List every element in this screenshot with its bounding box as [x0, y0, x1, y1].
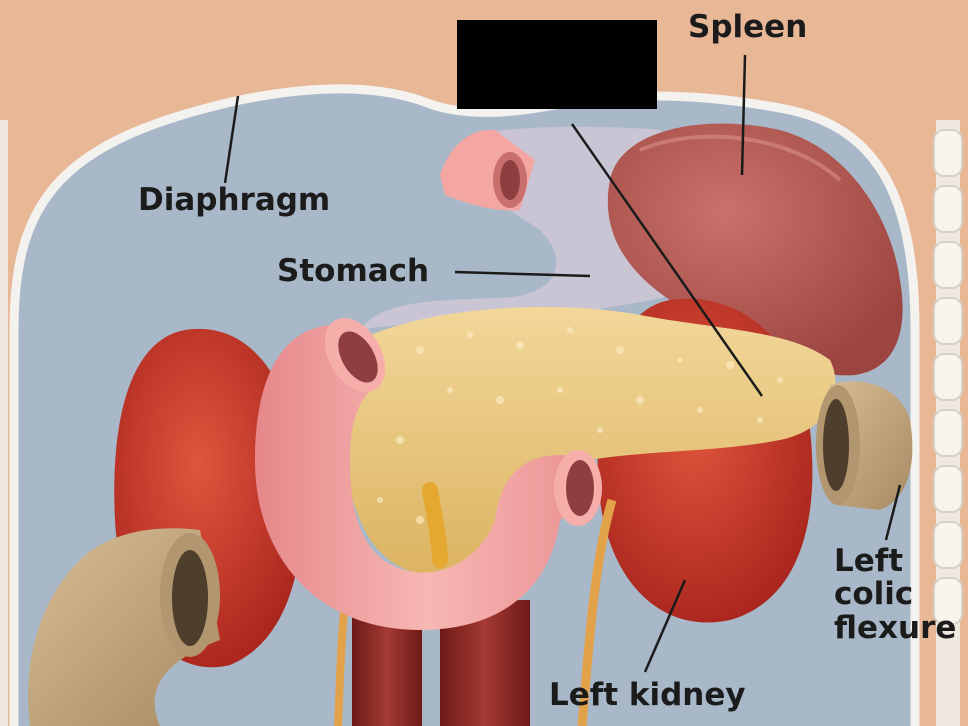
label-left-colic-flexure: Left colic flexure: [834, 543, 957, 646]
leader-spleen: [740, 54, 747, 176]
leader-left-kidney: [643, 579, 687, 673]
leader-stomach: [454, 270, 591, 278]
duodenum-opening-end: [554, 450, 602, 526]
left-colic-flexure-organ: [816, 381, 913, 510]
leader-colic-flexure: [884, 484, 902, 541]
label-stomach: Stomach: [277, 253, 430, 289]
spleen: [607, 123, 903, 376]
label-spleen: Spleen: [688, 9, 808, 45]
duodenum-opening-top: [324, 318, 386, 392]
esophagus: [440, 129, 535, 211]
label-diaphragm: Diaphragm: [138, 182, 331, 218]
right-ureter: [334, 599, 349, 726]
pancreas-texture: [377, 327, 783, 524]
duodenum: [255, 325, 599, 630]
diaphragm-membrane: [9, 84, 920, 726]
leader-redacted: [570, 123, 764, 397]
leader-diaphragm: [223, 95, 240, 184]
spine: [0, 120, 963, 726]
common-bile-duct: [422, 482, 448, 568]
leader-lines: [223, 54, 902, 673]
redaction-box: [457, 20, 657, 109]
colon-stub: [28, 528, 221, 726]
label-left-kidney: Left kidney: [549, 677, 746, 713]
left-ureter: [577, 498, 617, 726]
pancreas: [341, 307, 836, 575]
